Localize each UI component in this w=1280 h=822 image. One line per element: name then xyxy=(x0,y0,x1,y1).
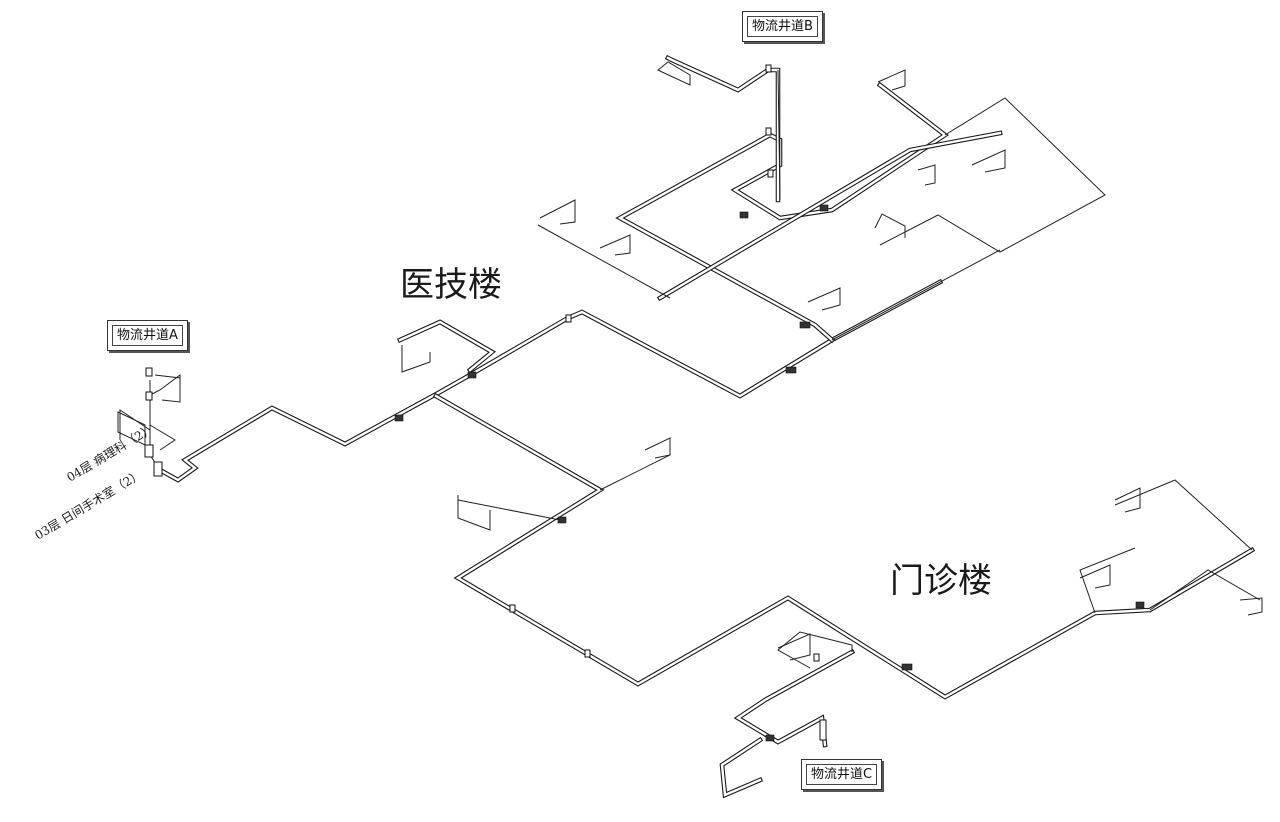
pipe-shaft-b-top xyxy=(664,54,781,203)
branch-line-4 xyxy=(599,440,671,491)
pipe-shaft-b-diagonal xyxy=(656,130,1003,302)
station-frame-05 xyxy=(599,234,631,256)
pipe-medtech-to-outpatient-inner xyxy=(434,394,1254,699)
pipe-shaft-c-left-inner xyxy=(720,738,762,797)
junction-node xyxy=(394,414,404,422)
branch-line-2 xyxy=(831,249,1001,341)
branch-line-1 xyxy=(879,97,1106,253)
stations xyxy=(117,61,1263,661)
junction-node xyxy=(765,127,772,136)
branch-line-13 xyxy=(149,424,176,451)
station-frame-16 xyxy=(154,374,181,403)
junction-node xyxy=(813,653,820,662)
junction-node xyxy=(767,169,774,178)
station-frame-13 xyxy=(1079,564,1111,589)
junction-node xyxy=(785,366,797,374)
shaft-label-a: 物流井道A xyxy=(107,320,188,351)
junction-node xyxy=(765,734,775,742)
pipe-shaft-b-loop-inner xyxy=(617,83,948,342)
junction-node xyxy=(144,444,154,458)
junction-node xyxy=(819,719,827,741)
station-frame-04 xyxy=(539,199,576,225)
station-frame-06 xyxy=(874,213,906,238)
pipe-shaft-b-top-inner xyxy=(666,56,780,202)
branch-line-3 xyxy=(537,224,671,299)
station-frame-12 xyxy=(1114,487,1141,513)
shaft-label-a-text: 物流井道A xyxy=(117,328,178,343)
floor-label-04: 04层 病理科（2） xyxy=(64,421,156,485)
junction-node xyxy=(145,391,153,401)
pipe-shaft-a-route xyxy=(156,278,944,483)
branch-line-5 xyxy=(457,499,561,521)
junction-node xyxy=(145,367,153,377)
station-frame-09 xyxy=(807,287,841,311)
branch-line-7 xyxy=(1114,479,1253,551)
junction-node xyxy=(557,516,567,524)
pipe-medtech-to-outpatient xyxy=(432,392,1256,700)
shaft-label-c-text: 物流井道C xyxy=(811,767,873,782)
building-label-outpatient: 门诊楼 xyxy=(890,561,992,601)
pipe-shaft-b-diagonal-inner xyxy=(658,131,1002,300)
pipe-shaft-a-route-inner xyxy=(158,280,942,482)
pipe-shaft-b-loop xyxy=(615,81,949,344)
pipe-shaft-c-left xyxy=(719,736,764,799)
junction-node xyxy=(799,321,811,329)
station-frame-11 xyxy=(457,495,491,531)
junction-nodes xyxy=(144,64,1145,742)
junction-node xyxy=(509,604,516,613)
pipe-shaft-c-loop xyxy=(733,648,856,748)
station-frame-14 xyxy=(1239,597,1263,616)
station-frame-07 xyxy=(917,164,936,186)
junction-node xyxy=(1135,601,1145,609)
station-frame-10 xyxy=(644,437,671,459)
junction-node xyxy=(901,663,913,671)
branch-line-8 xyxy=(1079,547,1136,614)
branch-line-12 xyxy=(119,409,151,440)
branch-line-14 xyxy=(777,69,781,201)
junction-node xyxy=(153,461,163,477)
junction-node xyxy=(584,649,591,658)
main-pipe-network xyxy=(156,54,1256,799)
pipe-medtech-station-loop-inner xyxy=(398,320,495,372)
junction-node xyxy=(739,211,749,219)
station-frame-01 xyxy=(657,61,691,86)
shaft-label-c: 物流井道C xyxy=(801,759,883,790)
station-frame-02 xyxy=(877,69,906,91)
shaft-label-b-text: 物流井道B xyxy=(752,19,813,34)
floor-label-03: 03层 日间手术室（2） xyxy=(32,467,145,543)
junction-node xyxy=(765,64,772,73)
junction-node xyxy=(819,204,829,212)
branch-line-9 xyxy=(777,631,853,669)
shaft-label-b: 物流井道B xyxy=(742,11,823,42)
station-frame-15 xyxy=(777,633,811,661)
branch-line-11 xyxy=(149,374,181,400)
station-frame-03 xyxy=(971,149,1006,173)
station-frame-08 xyxy=(401,345,431,373)
branch-line-6 xyxy=(1149,569,1261,611)
building-label-medtech: 医技楼 xyxy=(400,265,502,305)
junction-node xyxy=(467,371,477,379)
junction-node xyxy=(565,314,572,323)
